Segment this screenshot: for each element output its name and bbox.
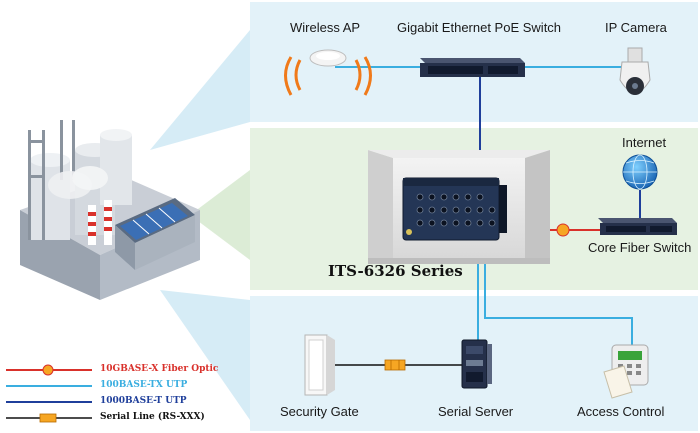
access-control-label: Access Control: [577, 404, 665, 419]
poe-switch-device: [420, 58, 525, 77]
core-fiber-switch-device: [598, 218, 677, 235]
serial-server-device: [461, 339, 492, 389]
legend-graphics: [6, 364, 92, 423]
legend-label-serial: Serial Line (RS-XXX): [100, 412, 205, 422]
bottom-wedge: [160, 290, 250, 420]
security-gate-label: Security Gate: [280, 404, 359, 419]
poe-switch-label: Gigabit Ethernet PoE Switch: [397, 20, 562, 35]
legend-serial-marker: [39, 413, 57, 423]
series-title: ITS-6326 Series: [328, 262, 463, 280]
its-6326-switch-device: [402, 177, 507, 241]
legend-fiber-marker: [42, 364, 54, 376]
factory-illustration: [20, 120, 200, 300]
ip-camera-device: [619, 47, 651, 95]
internet-globe: [622, 154, 658, 190]
internet-label: Internet: [622, 135, 667, 150]
legend-label-100base: 100BASE-TX UTP: [100, 380, 188, 390]
legend-label-1000base: 1000BASE-T UTP: [100, 396, 187, 406]
core-switch-label: Core Fiber Switch: [588, 240, 692, 255]
ip-camera-label: IP Camera: [605, 20, 667, 35]
serial-marker: [384, 359, 406, 371]
legend-label-fiber: 10GBASE-X Fiber Optic: [100, 364, 219, 374]
top-wedge: [150, 30, 250, 150]
link-its-access-control: [484, 250, 633, 345]
serial-server-label: Serial Server: [438, 404, 514, 419]
wireless-ap-device: [284, 49, 372, 96]
middle-wedge: [190, 170, 250, 260]
access-control-device: [603, 344, 649, 399]
fiber-marker: [556, 223, 570, 237]
wireless-ap-label: Wireless AP: [290, 20, 361, 35]
security-gate-device: [304, 334, 335, 396]
